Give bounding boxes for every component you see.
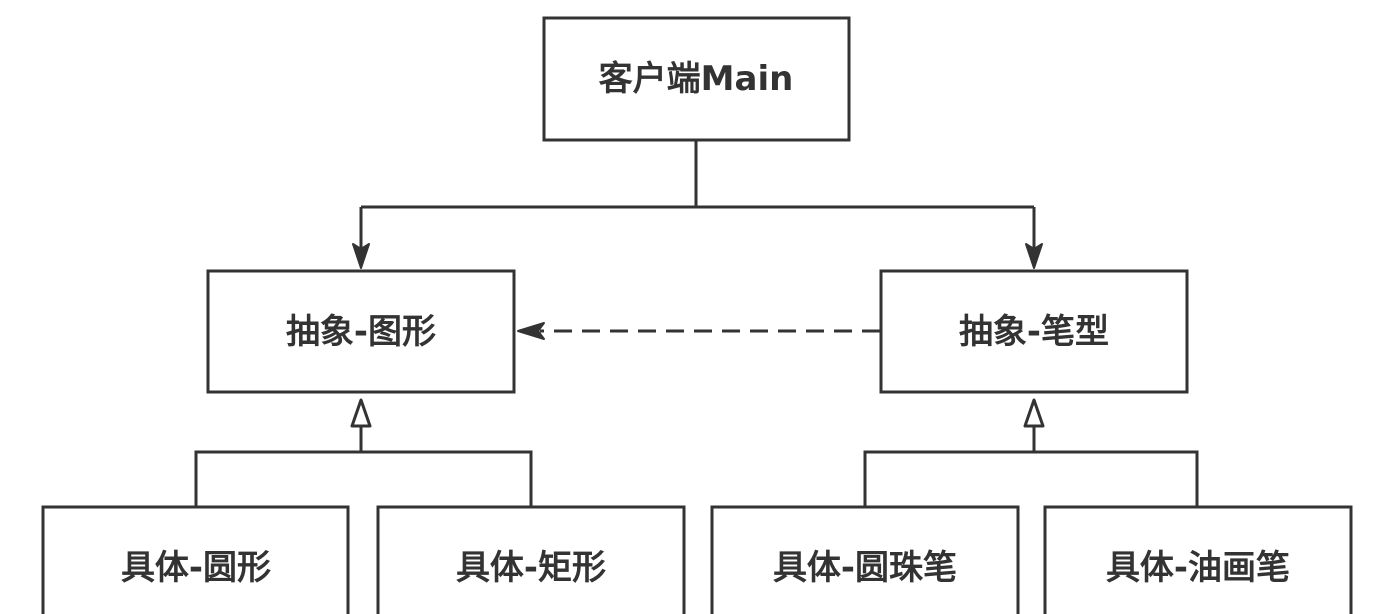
node-concrete-oilpen: 具体-油画笔 xyxy=(1043,505,1353,614)
node-concrete-ballpen-label: 具体-圆珠笔 xyxy=(773,548,957,588)
arrowhead-dashed xyxy=(517,322,545,340)
arrowhead-to-pen xyxy=(1025,243,1043,269)
node-client: 客户端Main xyxy=(542,16,851,142)
node-abstract-shape: 抽象-图形 xyxy=(206,269,516,394)
node-abstract-pen: 抽象-笔型 xyxy=(879,269,1189,394)
edge-pen-to-shape xyxy=(517,322,880,340)
node-client-label: 客户端Main xyxy=(599,59,794,99)
node-concrete-circle-label: 具体-圆形 xyxy=(121,548,271,588)
edge-inherit-pen xyxy=(863,398,1199,506)
node-concrete-circle: 具体-圆形 xyxy=(41,505,350,614)
node-concrete-oilpen-label: 具体-油画笔 xyxy=(1106,548,1290,588)
edge-inherit-shape xyxy=(194,398,533,506)
edge-inherit-pen-branch xyxy=(863,450,1199,506)
arrowhead-to-shape xyxy=(352,243,370,269)
node-concrete-ballpen: 具体-圆珠笔 xyxy=(710,505,1020,614)
node-concrete-rect-label: 具体-矩形 xyxy=(456,548,606,588)
node-abstract-shape-label: 抽象-图形 xyxy=(286,312,436,352)
edge-client-to-abstracts xyxy=(352,140,1043,269)
hollow-triangle-shape xyxy=(350,398,372,428)
node-concrete-rect: 具体-矩形 xyxy=(376,505,686,614)
hollow-triangle-pen xyxy=(1023,398,1045,428)
node-abstract-pen-label: 抽象-笔型 xyxy=(959,312,1109,352)
edge-inherit-shape-branch xyxy=(194,450,533,506)
